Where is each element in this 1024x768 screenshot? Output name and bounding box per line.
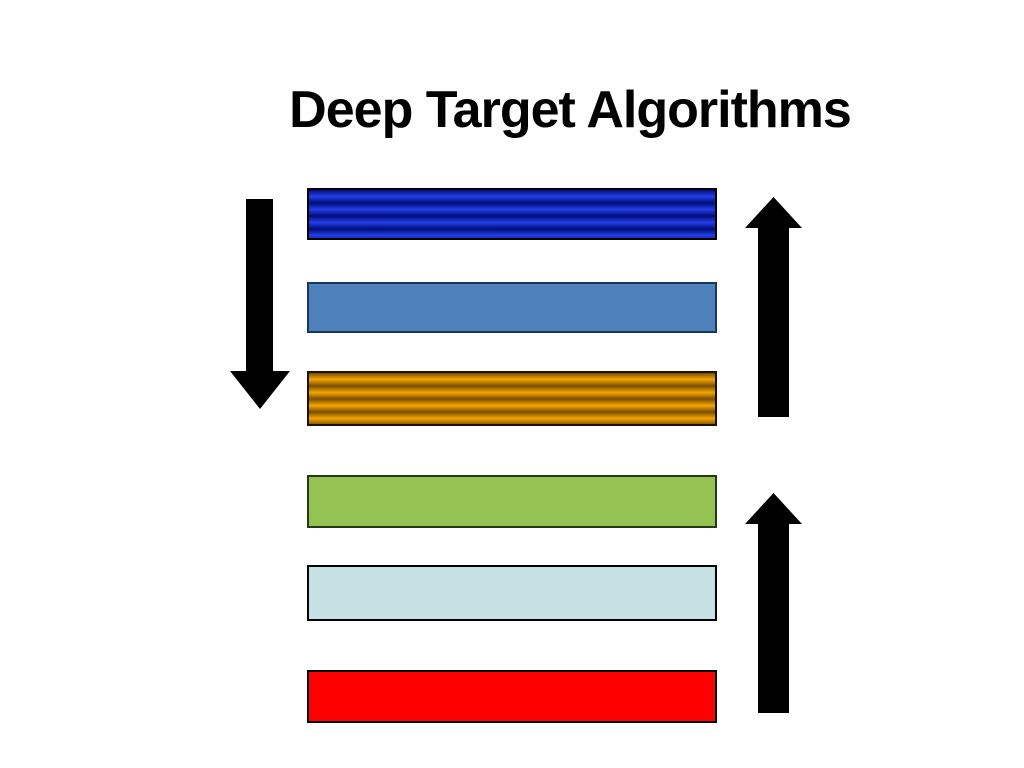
up-arrow-icon [745, 493, 802, 713]
pale-blue-bar [307, 565, 717, 621]
down-arrow-icon [230, 199, 290, 409]
royal-blue-striped-bar [307, 188, 717, 240]
green-bar [307, 475, 717, 528]
up-arrow-icon [745, 197, 802, 417]
slide-title: Deep Target Algorithms [289, 80, 852, 139]
red-bar [307, 670, 717, 723]
steel-blue-bar [307, 282, 717, 333]
orange-striped-bar [307, 371, 717, 426]
